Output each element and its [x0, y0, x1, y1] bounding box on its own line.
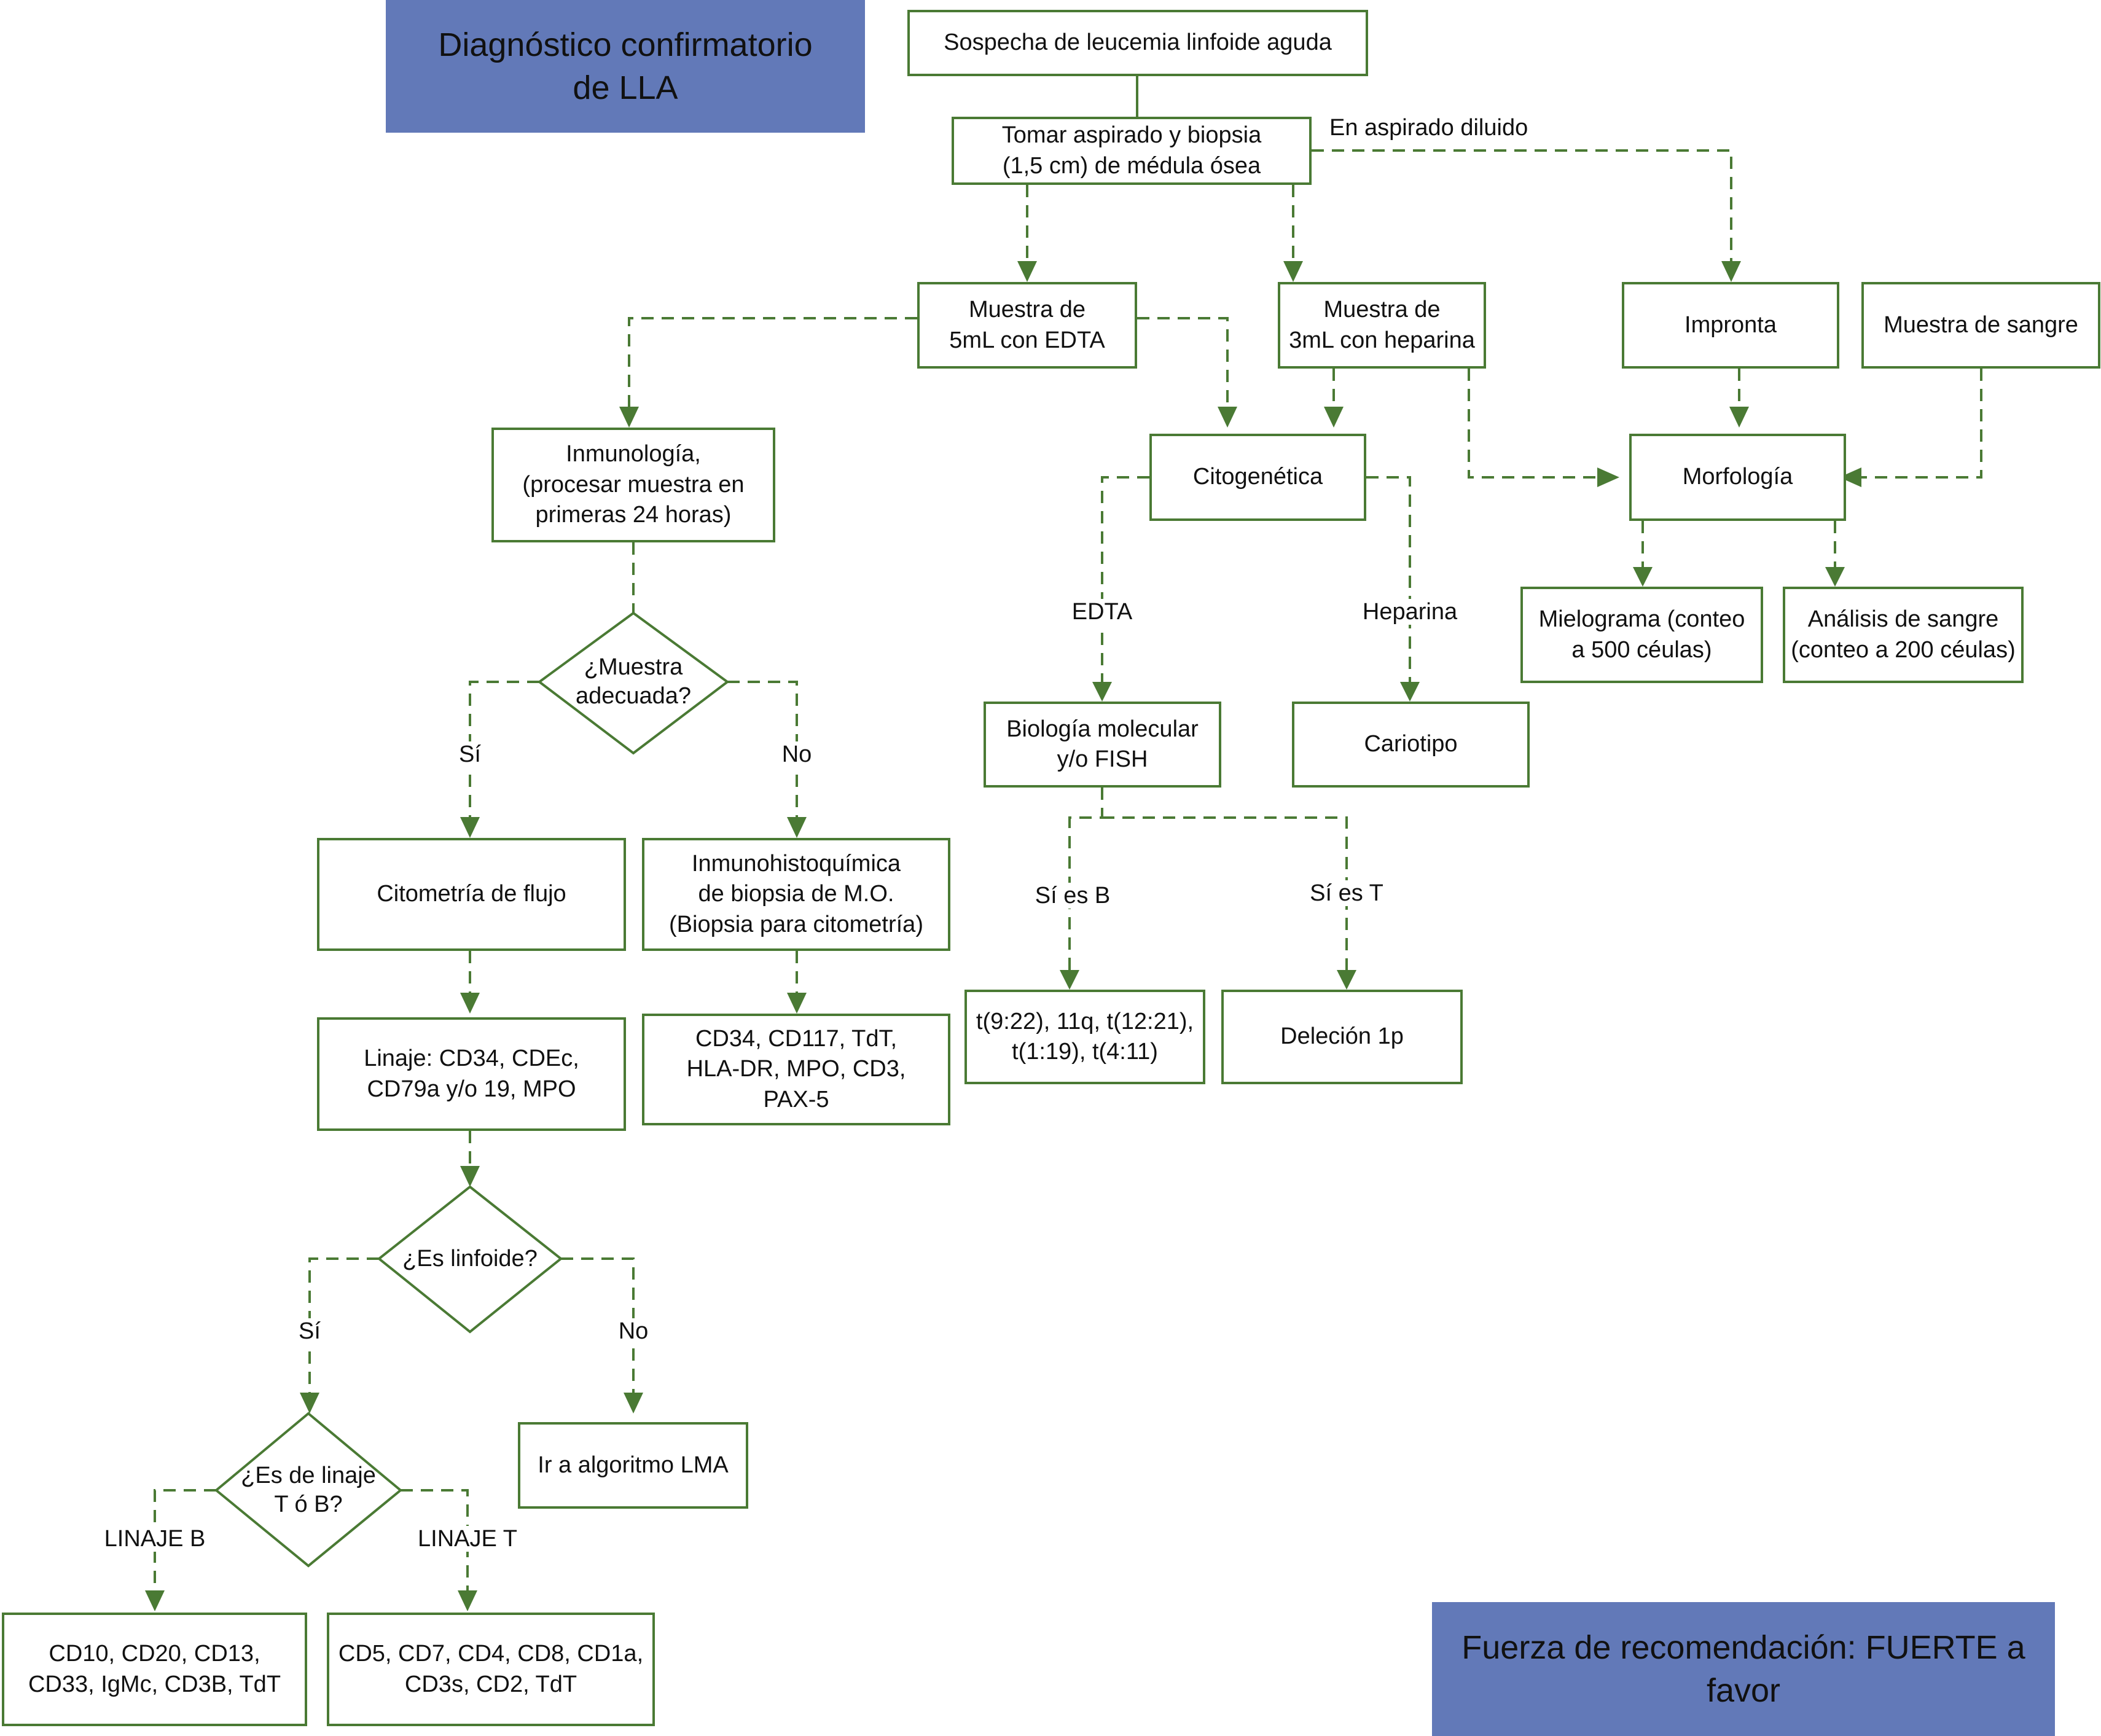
edge-label-no-2: No	[616, 1318, 651, 1344]
decision-es-linfoide-label: ¿Es linfoide?	[402, 1246, 538, 1272]
recommendation-banner: Fuerza de recomendación: FUERTE a favor	[1432, 1602, 2055, 1736]
arrowhead-heparina	[1283, 261, 1303, 282]
edge-label-si-2: Sí	[296, 1318, 323, 1344]
node-markers-t: CD5, CD7, CD4, CD8, CD1a, CD3s, CD2, TdT	[327, 1613, 655, 1726]
arrowhead-edta	[1017, 261, 1037, 282]
connector-decision-ihq	[727, 681, 798, 829]
edge-label-linaje-t: LINAJE T	[415, 1526, 520, 1552]
connector-biologia-t	[1102, 816, 1348, 970]
connector-citogenetica-biologia	[1101, 476, 1149, 682]
node-muestra-heparina: Muestra de 3mL con heparina	[1278, 282, 1486, 369]
connector-linaje-t	[401, 1489, 469, 1600]
edge-label-aspirado-diluido: En aspirado diluido	[1329, 115, 1528, 141]
arrowhead-ihq	[787, 817, 807, 838]
node-muestra-edta: Muestra de 5mL con EDTA	[917, 282, 1137, 369]
arrowhead-linaje-t	[458, 1590, 477, 1611]
arrowhead-morfologia-left	[1597, 467, 1619, 487]
arrowhead-linfoide	[460, 1166, 480, 1187]
decision-muestra-adecuada-label: ¿Muestra adecuada?	[575, 654, 692, 710]
arrowhead-citometria	[460, 817, 480, 838]
connector-edta-inmunologia	[628, 317, 917, 407]
node-citogenetica: Citogenética	[1149, 434, 1366, 521]
connector-linfoide-no	[561, 1257, 635, 1406]
edge-label-si-es-t: Sí es T	[1307, 880, 1386, 906]
edge-label-heparina: Heparina	[1360, 599, 1460, 625]
node-mielograma: Mielograma (conteo a 500 céulas)	[1520, 587, 1763, 683]
edge-label-edta: EDTA	[1069, 599, 1135, 625]
node-translocaciones: t(9:22), 11q, t(12:21), t(1:19), t(4:11)	[964, 990, 1205, 1084]
arrowhead-delecion	[1337, 970, 1356, 990]
node-cariotipo: Cariotipo	[1292, 702, 1530, 788]
connector-edta-citogenetica	[1137, 317, 1229, 407]
connector-linaje-b	[154, 1489, 216, 1600]
node-inmunohistoquimica: Inmunohistoquímica de biopsia de M.O. (B…	[642, 838, 950, 951]
node-impronta: Impronta	[1622, 282, 1839, 369]
arrowhead-ihq-markers	[787, 993, 807, 1014]
arrowhead-inmunologia	[619, 407, 639, 428]
arrowhead-morfologia-top	[1729, 407, 1749, 428]
node-morfologia: Morfología	[1629, 434, 1846, 521]
arrowhead-citogenetica-left	[1218, 407, 1237, 428]
node-ihq-markers: CD34, CD117, TdT, HLA-DR, MPO, CD3, PAX-…	[642, 1014, 950, 1125]
node-muestra-sangre: Muestra de sangre	[1861, 282, 2100, 369]
connector-sangre-morfologia	[1861, 369, 1982, 479]
arrowhead-cariotipo	[1400, 682, 1420, 702]
connector-tomar-impronta	[1312, 149, 1732, 261]
connector-citogenetica-cariotipo	[1366, 476, 1411, 682]
arrowhead-morfologia-right	[1839, 467, 1861, 487]
arrowhead-no	[624, 1393, 643, 1413]
title-banner: Diagnóstico confirmatorio de LLA	[386, 0, 865, 133]
connector-linfoide-si	[308, 1257, 379, 1406]
edge-label-si-1: Sí	[456, 741, 483, 767]
edge-label-si-es-b: Sí es B	[1032, 883, 1113, 909]
node-sospecha: Sospecha de leucemia linfoide aguda	[907, 10, 1368, 76]
node-linaje-markers: Linaje: CD34, CDEc, CD79a y/o 19, MPO	[317, 1017, 626, 1131]
decision-diamond-muestra-adecuada	[537, 611, 730, 755]
decision-es-linaje-label: ¿Es de linaje T ó B?	[241, 1462, 376, 1518]
connector-decision-citometria	[469, 681, 539, 829]
node-ir-lma: Ir a algoritmo LMA	[518, 1422, 748, 1509]
arrowhead-translocaciones	[1060, 970, 1079, 990]
node-analisis-sangre: Análisis de sangre (conteo a 200 céulas)	[1783, 587, 2024, 683]
node-tomar-aspirado: Tomar aspirado y biopsia (1,5 cm) de méd…	[952, 117, 1312, 185]
node-delecion: Deleción 1p	[1221, 990, 1463, 1084]
node-inmunologia: Inmunología, (procesar muestra en primer…	[491, 428, 775, 542]
arrowhead-mielograma	[1633, 567, 1653, 587]
arrowhead-linaje-b	[145, 1590, 165, 1611]
node-citometria: Citometría de flujo	[317, 838, 626, 951]
edge-label-no-1: No	[779, 741, 815, 767]
arrowhead-citogenetica-right	[1324, 407, 1344, 428]
arrowhead-analisis	[1825, 567, 1845, 587]
arrowhead-biologia	[1092, 682, 1112, 702]
edge-label-linaje-b: LINAJE B	[101, 1526, 208, 1552]
node-biologia-molecular: Biología molecular y/o FISH	[984, 702, 1221, 788]
arrowhead-si	[300, 1393, 319, 1413]
decision-diamond-es-linaje	[214, 1412, 403, 1568]
arrowhead-linaje	[460, 993, 480, 1014]
decision-diamond-es-linfoide	[377, 1185, 563, 1334]
connector-biologia-split	[1068, 788, 1103, 970]
connector-heparina-morfologia	[1468, 369, 1597, 479]
arrowhead-impronta	[1721, 261, 1741, 282]
node-markers-b: CD10, CD20, CD13, CD33, IgMc, CD3B, TdT	[2, 1613, 307, 1726]
